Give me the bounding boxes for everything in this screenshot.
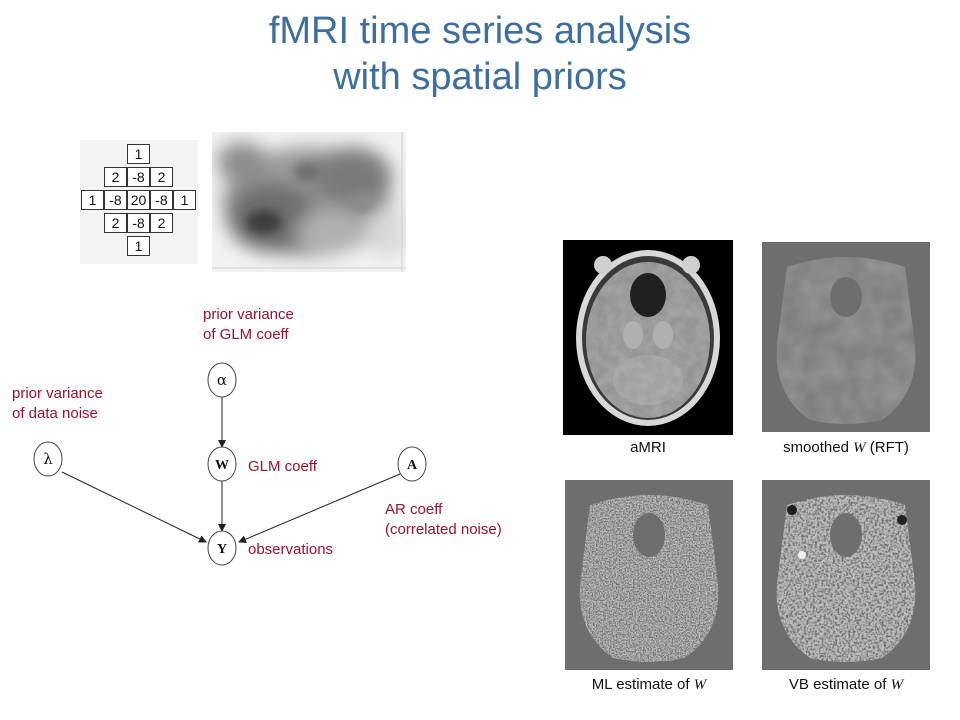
node-lambda-label: λ — [43, 450, 53, 468]
label-prior-variance-noise: prior variance of data noise — [12, 385, 103, 422]
smoothed-prior-image — [212, 132, 406, 272]
node-y-label: Y — [217, 542, 227, 557]
title-line-1: fMRI time series analysis — [268, 10, 692, 52]
stencil-cell: 2 — [150, 167, 173, 187]
stencil-cell: 1 — [173, 190, 196, 210]
label-glm-coeff: GLM coeff — [248, 458, 317, 475]
label-observations: observations — [248, 541, 334, 558]
node-w: W — [207, 446, 237, 482]
stencil-cell: 2 — [104, 213, 127, 233]
stencil-cell: 2 — [150, 213, 173, 233]
amri-image — [563, 240, 733, 435]
edge-lambda-y — [61, 471, 207, 543]
stencil-cell: -8 — [127, 167, 150, 187]
stencil-cell: 2 — [104, 167, 127, 187]
caption-ml-estimate: ML estimate of W — [591, 676, 707, 693]
edge-a-y — [238, 473, 401, 543]
stencil-cell: 1 — [127, 144, 150, 164]
node-lambda: λ — [33, 441, 63, 477]
node-a: A — [397, 446, 427, 482]
caption-vb-estimate: VB estimate of W — [788, 676, 904, 693]
laplacian-stencil: 1 2 -8 2 1 -8 20 -8 1 2 -8 2 1 — [80, 140, 198, 264]
ml-estimate-image — [565, 480, 733, 670]
node-a-label: A — [407, 458, 418, 473]
caption-amri: aMRI — [630, 439, 666, 456]
node-w-label: W — [215, 458, 229, 473]
stencil-cell: 20 — [127, 190, 150, 210]
node-alpha-label: α — [217, 371, 227, 389]
stencil-cell: -8 — [104, 190, 127, 210]
vb-estimate-image — [762, 480, 930, 670]
label-ar-coeff: AR coeff (correlated noise) — [385, 501, 502, 538]
caption-smoothed-w: smoothed W (RFT) — [783, 439, 909, 456]
title-line-2: with spatial priors — [333, 56, 627, 98]
stencil-cell: 1 — [127, 236, 150, 256]
smoothed-w-image — [762, 242, 930, 432]
stencil-cell: -8 — [150, 190, 173, 210]
node-alpha: α — [207, 362, 237, 398]
slide-title: fMRI time series analysis with spatial p… — [0, 8, 960, 100]
graphical-model: α λ W A Y — [33, 362, 427, 566]
stencil-cell: -8 — [127, 213, 150, 233]
label-prior-variance-glm: prior variance of GLM coeff — [203, 306, 294, 343]
node-y: Y — [207, 530, 237, 566]
stencil-cell: 1 — [81, 190, 104, 210]
